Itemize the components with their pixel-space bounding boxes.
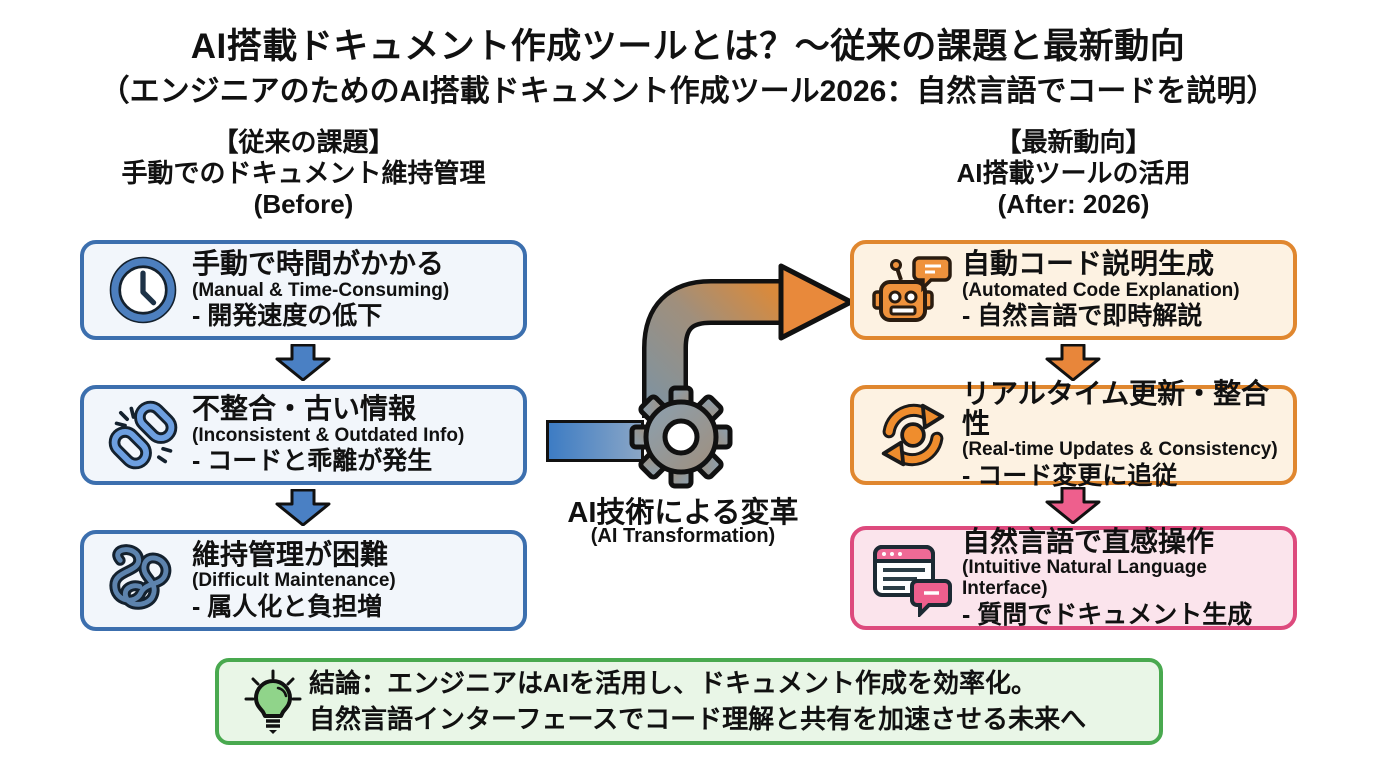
broken-link-icon [100, 398, 186, 472]
box-subtitle: (Manual & Time-Consuming) [192, 279, 450, 301]
left-header-line3: (Before) [253, 189, 354, 220]
left-header-line1: 【従来の課題】 [212, 127, 395, 157]
right-column-header: 【最新動向】 AI搭載ツールの活用 (After: 2026) [850, 127, 1297, 221]
sync-icon [870, 397, 956, 473]
box-detail: - 質問でドキュメント生成 [962, 600, 1253, 629]
conclusion-text: 結論：エンジニアはAIを活用し、ドキュメント作成を効率化。 自然言語インターフェ… [309, 666, 1145, 736]
page-title: AI搭載ドキュメント作成ツールとは？～従来の課題と最新動向 [190, 27, 1186, 66]
conclusion-box: 結論：エンジニアはAIを活用し、ドキュメント作成を効率化。 自然言語インターフェ… [215, 658, 1163, 745]
left-column-header: 【従来の課題】 手動でのドキュメント維持管理 (Before) [80, 127, 527, 221]
box-title: 維持管理が困難 [192, 538, 389, 570]
lightbulb-icon [237, 667, 309, 737]
right-header-line3: (After: 2026) [997, 189, 1150, 220]
chat-window-icon [870, 539, 956, 617]
transformation-sublabel: (AI Transformation) [590, 525, 776, 547]
down-arrow-blue-2 [275, 489, 331, 526]
box-detail: - コード変更に追従 [962, 462, 1178, 491]
box-title: 自動コード説明生成 [962, 248, 1215, 280]
box-title: 手動で時間がかかる [192, 248, 445, 280]
problem-box-manual-time: 手動で時間がかかる (Manual & Time-Consuming) - 開発… [80, 240, 527, 340]
box-subtitle: (Real-time Updates & Consistency) [962, 439, 1278, 461]
box-detail: - 自然言語で即時解説 [962, 302, 1203, 331]
box-title: 自然言語で直感操作 [962, 525, 1215, 557]
solution-box-auto-explanation: 自動コード説明生成 (Automated Code Explanation) -… [850, 240, 1297, 340]
transformation-label: AI技術による変革 [567, 497, 799, 529]
box-title: 不整合・古い情報 [192, 393, 417, 425]
box-subtitle: (Difficult Maintenance) [192, 570, 396, 591]
solution-box-natural-language: 自然言語で直感操作 (Intuitive Natural Language In… [850, 526, 1297, 630]
left-header-line2: 手動でのドキュメント維持管理 [121, 158, 486, 189]
box-subtitle: (Intuitive Natural Language Interface) [962, 557, 1207, 599]
conclusion-line1: 結論：エンジニアはAIを活用し、ドキュメント作成を効率化。 [309, 668, 1038, 699]
down-arrow-blue-1 [275, 344, 331, 381]
solution-box-realtime-updates: リアルタイム更新・整合性 (Real-time Updates & Consis… [850, 379, 1297, 490]
transformation-arrow [642, 263, 854, 418]
box-subtitle: (Automated Code Explanation) [962, 279, 1240, 301]
box-title: リアルタイム更新・整合性 [962, 378, 1270, 439]
box-detail: - コードと乖離が発生 [192, 447, 433, 476]
robot-icon [870, 252, 956, 328]
box-detail: - 属人化と負担増 [192, 592, 383, 621]
down-arrow-orange [1045, 344, 1101, 381]
gear-icon [624, 380, 738, 499]
clock-icon [100, 253, 186, 327]
page-subtitle: （エンジニアのためのAI搭載ドキュメント作成ツール2026：自然言語でコードを説… [99, 75, 1277, 108]
right-header-line1: 【最新動向】 [995, 127, 1152, 157]
problem-box-outdated-info: 不整合・古い情報 (Inconsistent & Outdated Info) … [80, 385, 527, 485]
box-subtitle: (Inconsistent & Outdated Info) [192, 424, 465, 446]
box-detail: - 開発速度の低下 [192, 302, 383, 331]
conclusion-line2: 自然言語インターフェースでコード理解と共有を加速させる未来へ [309, 703, 1087, 734]
down-arrow-pink [1045, 487, 1101, 524]
problem-box-difficult-maintenance: 維持管理が困難 (Difficult Maintenance) - 属人化と負担… [80, 530, 527, 631]
tangled-knot-icon [100, 543, 186, 619]
right-header-line2: AI搭載ツールの活用 [956, 158, 1191, 189]
